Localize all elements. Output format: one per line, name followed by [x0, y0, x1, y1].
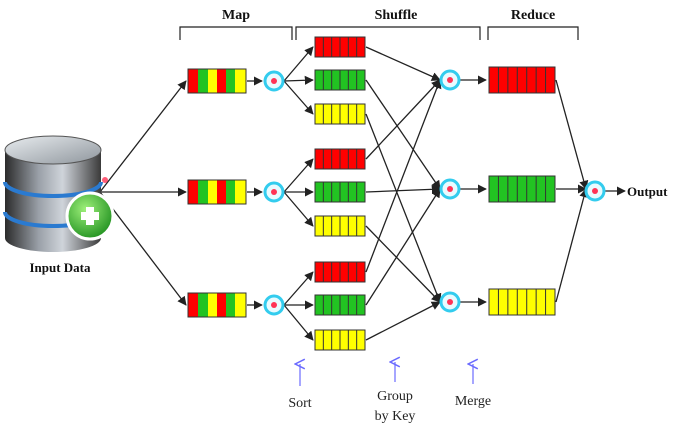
edge-partition-merge-1-1	[365, 46, 441, 81]
output-label: Output	[627, 184, 668, 199]
edge-partition-merge-3-3	[365, 301, 441, 341]
edge-input-map-1	[99, 80, 187, 193]
sort-node-3	[263, 294, 285, 316]
edge-sort-partition-2-3	[283, 191, 314, 227]
merge-node-2	[439, 178, 461, 200]
database-add-icon	[3, 135, 115, 252]
group-label-line2: by Key	[375, 409, 416, 424]
reduce-block-1	[488, 66, 556, 94]
reduce-block-2	[488, 175, 556, 203]
group-label-line1: Group	[377, 389, 413, 404]
edge-reduce-output-1	[555, 79, 589, 190]
edge-partition-merge-1-3	[365, 113, 442, 303]
edge-sort-partition-1-2	[283, 75, 314, 85]
merge-label: Merge	[455, 394, 491, 409]
partition-1-3	[314, 103, 366, 125]
edges	[99, 46, 626, 341]
map-bracket	[179, 26, 293, 40]
edge-partition-merge-2-3	[365, 225, 441, 303]
edge-partition-merge-3-2	[365, 188, 441, 306]
partition-3-2	[314, 294, 366, 316]
edge-partition-merge-1-2	[365, 79, 441, 190]
edge-partition-merge-2-1	[365, 79, 441, 160]
map-block-1	[187, 68, 247, 94]
partition-2-2	[314, 181, 366, 203]
edge-partition-merge-3-1	[365, 79, 442, 273]
partition-2-3	[314, 215, 366, 237]
partition-2-1	[314, 148, 366, 170]
sort-label: Sort	[288, 396, 311, 411]
merge-nodes	[263, 69, 606, 316]
merge-annotation: Merge	[455, 364, 491, 409]
sort-node-2	[263, 181, 285, 203]
map-header: Map	[222, 8, 250, 23]
partition-3-3	[314, 329, 366, 351]
partition-1-2	[314, 69, 366, 91]
output-node	[584, 180, 606, 202]
edge-input-map-3	[99, 191, 187, 306]
sort-node-1	[263, 70, 285, 92]
partition-1-1	[314, 36, 366, 58]
input-data-label: Input Data	[29, 260, 91, 275]
edge-sort-partition-3-1	[283, 271, 314, 306]
edge-sort-partition-3-3	[283, 304, 314, 341]
shuffle-bracket	[295, 26, 481, 40]
map-block-3	[187, 292, 247, 318]
edge-partition-merge-2-2	[365, 184, 441, 194]
map-block-2	[187, 179, 247, 205]
edge-sort-partition-1-1	[283, 46, 314, 82]
reduce-header: Reduce	[511, 8, 555, 23]
edge-reduce-output-3	[555, 188, 589, 303]
partition-3-1	[314, 261, 366, 283]
edge-sort-partition-1-3	[283, 80, 314, 115]
edge-sort-partition-2-1	[283, 158, 314, 193]
group-annotation: Group by Key	[375, 362, 416, 424]
reduce-bracket	[487, 26, 579, 40]
sort-annotation: Sort	[288, 364, 312, 411]
blocks	[187, 36, 556, 351]
merge-node-1	[439, 69, 461, 91]
shuffle-header: Shuffle	[375, 8, 418, 23]
merge-node-3	[439, 291, 461, 313]
reduce-block-3	[488, 288, 556, 316]
